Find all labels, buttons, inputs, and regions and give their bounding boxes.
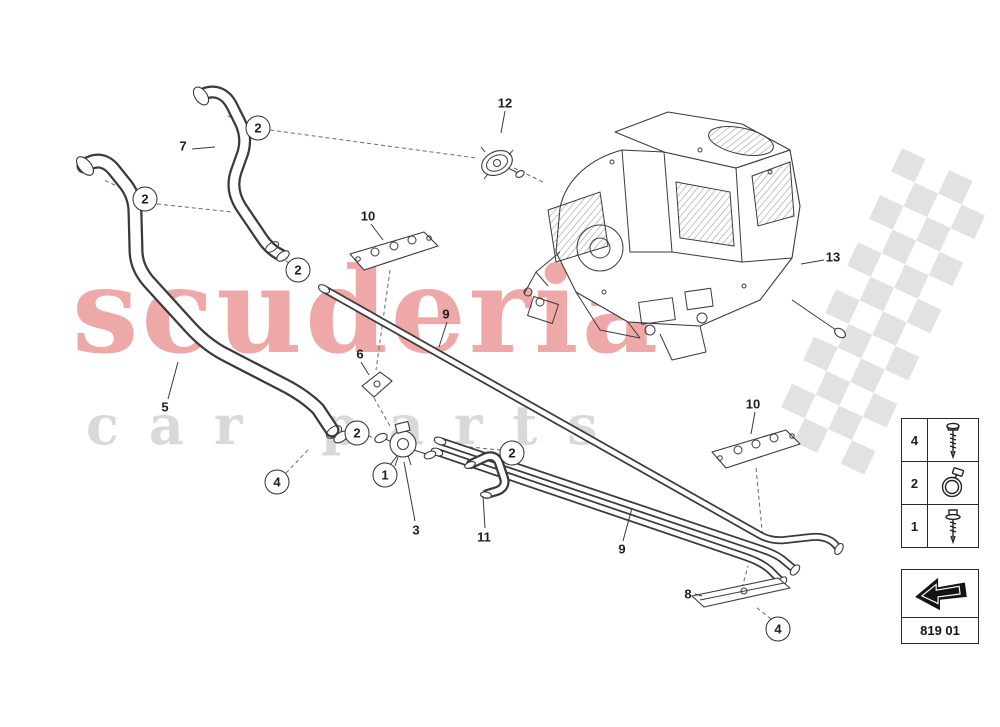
callout-11: 11 <box>477 529 491 545</box>
bracket-10-right <box>711 429 801 469</box>
callout-2: 2 <box>285 257 311 283</box>
callout-10: 10 <box>745 396 761 412</box>
legend-row-1: 1 <box>902 505 978 547</box>
callout-4: 4 <box>765 616 791 642</box>
bracket-8 <box>691 577 791 608</box>
elbow-11 <box>464 451 510 499</box>
bracket-6 <box>361 371 393 398</box>
callout-3: 3 <box>412 522 420 538</box>
hose-clamp-icon <box>928 462 978 504</box>
callout-2: 2 <box>245 115 271 141</box>
solid-leader-lines <box>167 110 825 597</box>
legend-row-4: 4 <box>902 419 978 462</box>
callout-10: 10 <box>360 208 376 224</box>
callout-9: 9 <box>442 306 450 322</box>
hvac-unit-13 <box>523 111 846 361</box>
legend-item-number: 2 <box>902 462 928 504</box>
hose-7 <box>192 85 290 262</box>
pipe-9-lower <box>430 436 801 588</box>
callout-9: 9 <box>618 541 626 557</box>
bracket-10-upper <box>349 231 439 271</box>
pipe-9-upper <box>317 284 844 556</box>
direction-arrow-icon <box>902 570 978 617</box>
callout-8: 8 <box>684 586 692 602</box>
callout-6: 6 <box>356 346 364 362</box>
callout-2: 2 <box>499 440 525 466</box>
long-screw-icon <box>928 419 978 461</box>
legend-item-number: 1 <box>902 505 928 547</box>
callout-2: 2 <box>132 186 158 212</box>
valve-3 <box>374 420 437 467</box>
callout-13: 13 <box>825 249 841 265</box>
thermostat-12 <box>480 146 525 180</box>
part-code-box: 819 01 <box>901 569 979 644</box>
callout-5: 5 <box>161 399 169 415</box>
legend-row-2: 2 <box>902 462 978 505</box>
callout-12: 12 <box>497 95 513 111</box>
callout-2: 2 <box>344 420 370 446</box>
pan-screw-icon <box>928 505 978 547</box>
callout-7: 7 <box>179 138 187 154</box>
callout-1: 1 <box>372 462 398 488</box>
legend-item-number: 4 <box>902 419 928 461</box>
fastener-legend: 4 2 1 <box>901 418 979 548</box>
callout-4: 4 <box>264 469 290 495</box>
hose-5 <box>76 153 349 444</box>
part-code-label: 819 01 <box>902 617 978 643</box>
